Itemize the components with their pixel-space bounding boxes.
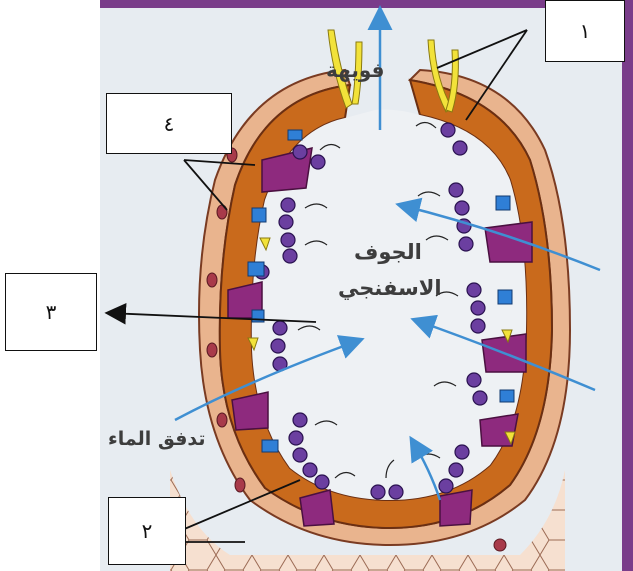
callout-box-1: ١ <box>545 0 625 62</box>
callout-box-4: ٤ <box>106 93 232 154</box>
cavity-label-line2: الاسفنجي <box>338 276 442 300</box>
water-flow-label: تدفق الماء <box>108 428 206 450</box>
cavity-label-line1: الجوف <box>354 240 422 264</box>
callout-box-3: ٣ <box>5 273 97 351</box>
callout-box-2: ٢ <box>108 497 186 565</box>
mouth-label: فويهة <box>326 58 384 82</box>
